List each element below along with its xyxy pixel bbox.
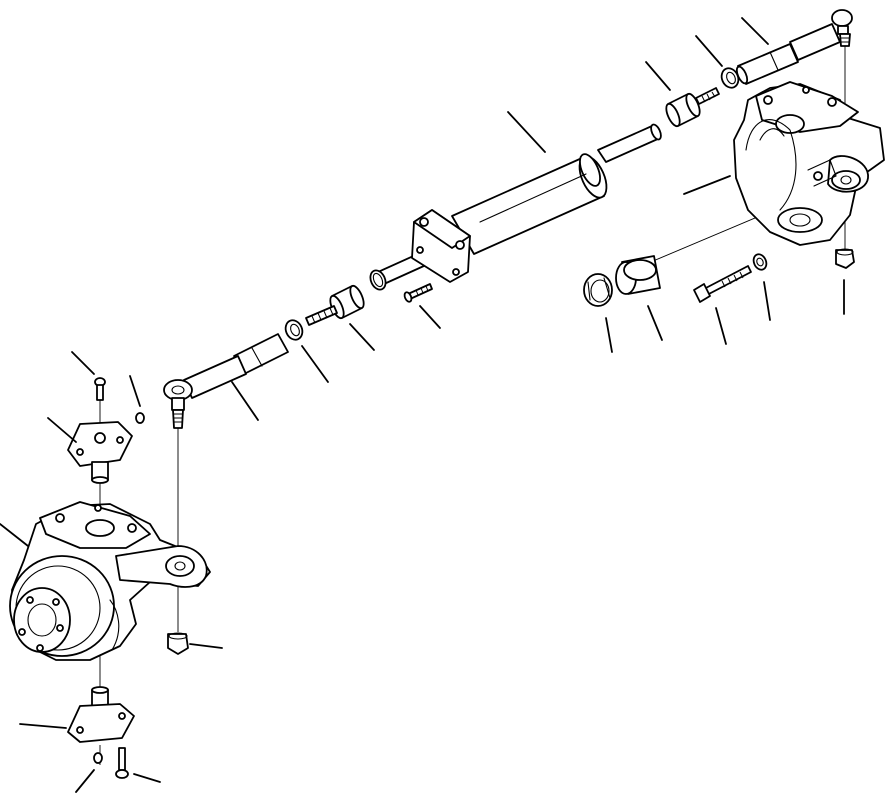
leader-sleeve-right [741,17,769,45]
leader-washer-right [763,281,771,321]
leader-seal [605,317,613,353]
leader-cap-screw-upper [71,351,95,375]
leader-steering-cylinder [507,111,546,153]
steering-cylinder [369,123,662,291]
lower-king-pin-cap [67,686,135,743]
leader-sleeve-left [231,381,259,421]
castle-nut-right [835,248,855,269]
leader-jam-nut-right [695,35,723,67]
centerlines [99,40,846,765]
leader-knuckle-left [0,523,29,547]
leader-rod-end-right [645,61,671,91]
rod-end-fitting-left [305,284,365,326]
rod-end-fitting-right [665,87,720,128]
upper-king-pin-cap [67,421,133,484]
leader-cap-screw-lower [133,773,161,783]
castle-nut-left [167,632,189,655]
leader-lower-cap [19,723,67,729]
steering-knuckle-left [9,501,211,661]
cap-screw-upper [94,377,106,401]
cylinder-mounting-bracket [411,209,471,283]
steering-knuckle-right [733,81,885,246]
leader-rod-end-left [349,323,375,351]
cap-screw-lower [115,747,129,779]
callout-leaders [0,17,845,793]
bolt-right [693,265,752,303]
leader-grease-fitting-upper [129,375,141,407]
leader-knuckle-right [683,175,731,195]
leader-upper-cap [47,417,77,443]
leader-bolt-right [715,307,727,345]
tie-rod-end-left [163,355,247,429]
washer-right [752,253,768,271]
jam-nut-left [284,319,304,341]
leader-bushing [647,305,663,341]
tie-rod-end-right [789,9,853,61]
leader-mounting-bolt [419,305,441,329]
bushing-seal [583,273,613,307]
grease-fitting-upper [135,412,145,424]
leader-castle-nut-left [189,643,223,649]
adjusting-sleeve-right [735,43,799,85]
leader-jam-nut-left [301,345,329,383]
bushing [615,255,661,295]
grease-fitting-lower [93,752,103,764]
mounting-bolt-center [403,283,433,303]
leader-grease-fitting-lower [75,769,95,793]
